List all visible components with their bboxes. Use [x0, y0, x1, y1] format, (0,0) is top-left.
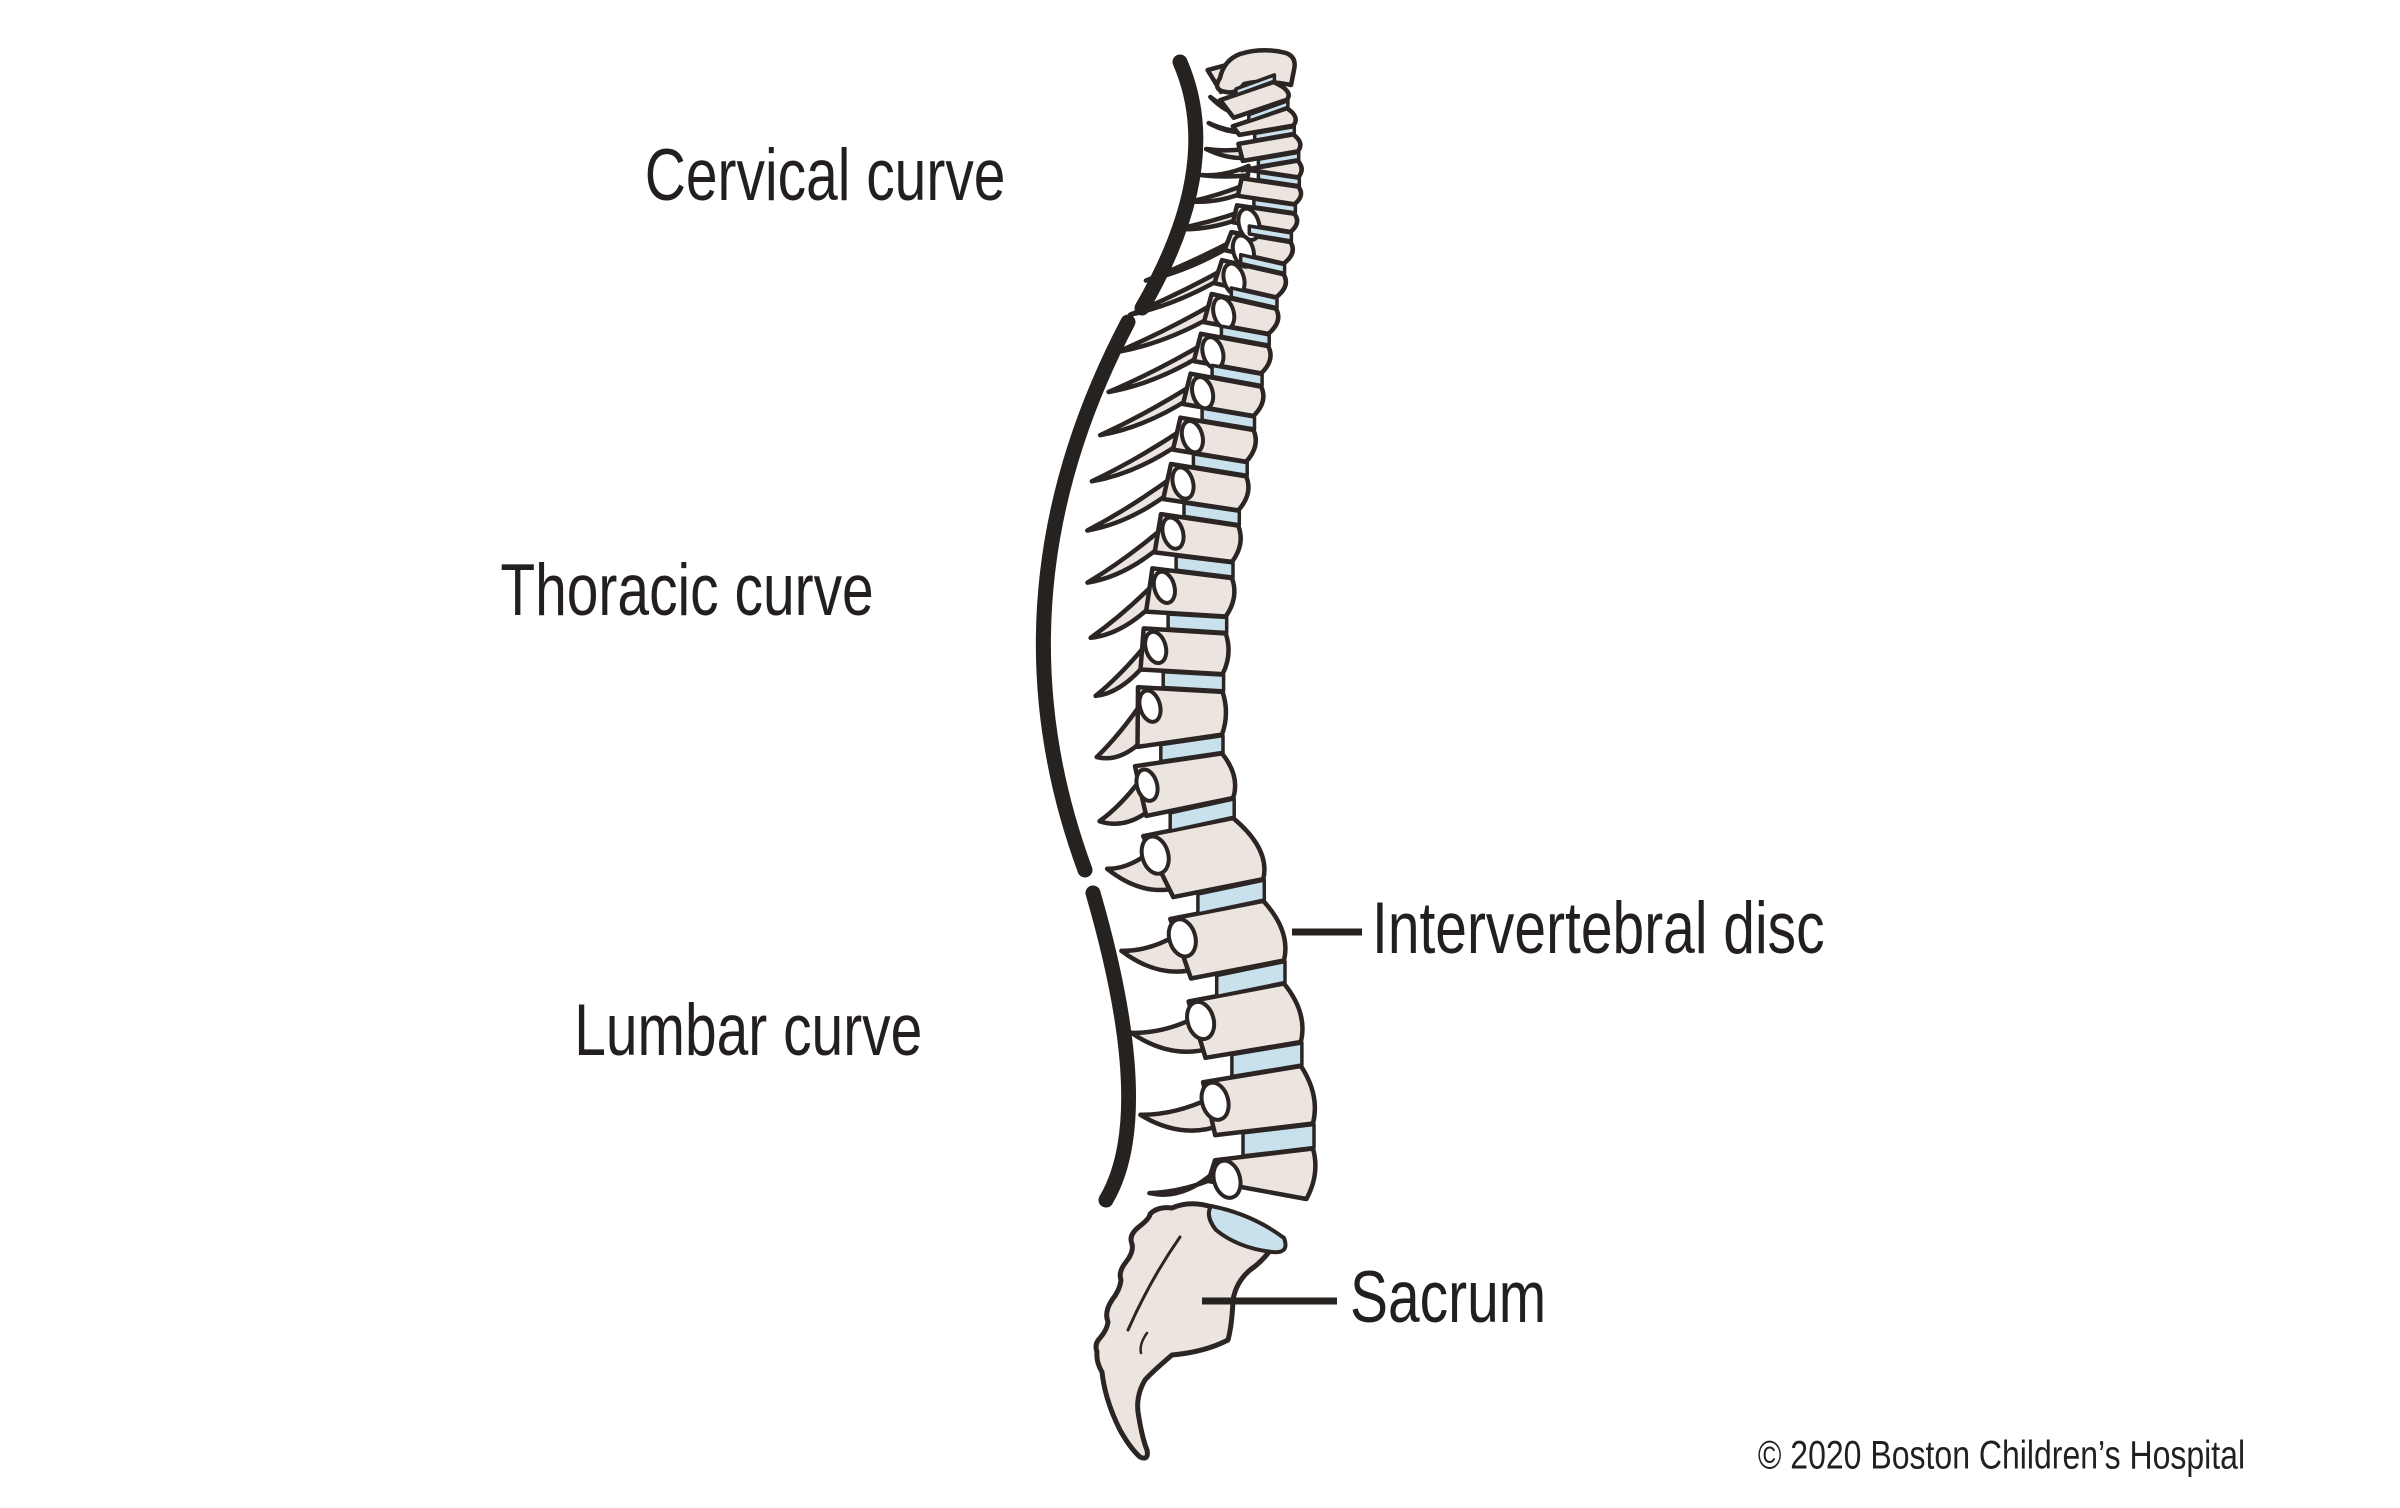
sacrum-label: Sacrum [1350, 1257, 1547, 1339]
lumbar-curve-label: Lumbar curve [573, 990, 922, 1072]
thoracic-curve-bracket [1035, 314, 1136, 878]
spine-column [1085, 48, 1318, 1461]
cervical-curve-label: Cervical curve [644, 135, 1005, 217]
cervical-curve-bracket [1134, 54, 1204, 316]
thoracic-curve-label: Thoracic curve [500, 550, 874, 632]
lumbar-curve-bracket [1085, 885, 1137, 1208]
copyright-notice: © 2020 Boston Children’s Hospital [1757, 1433, 2245, 1478]
intervertebral-disc-label: Intervertebral disc [1372, 888, 1825, 970]
